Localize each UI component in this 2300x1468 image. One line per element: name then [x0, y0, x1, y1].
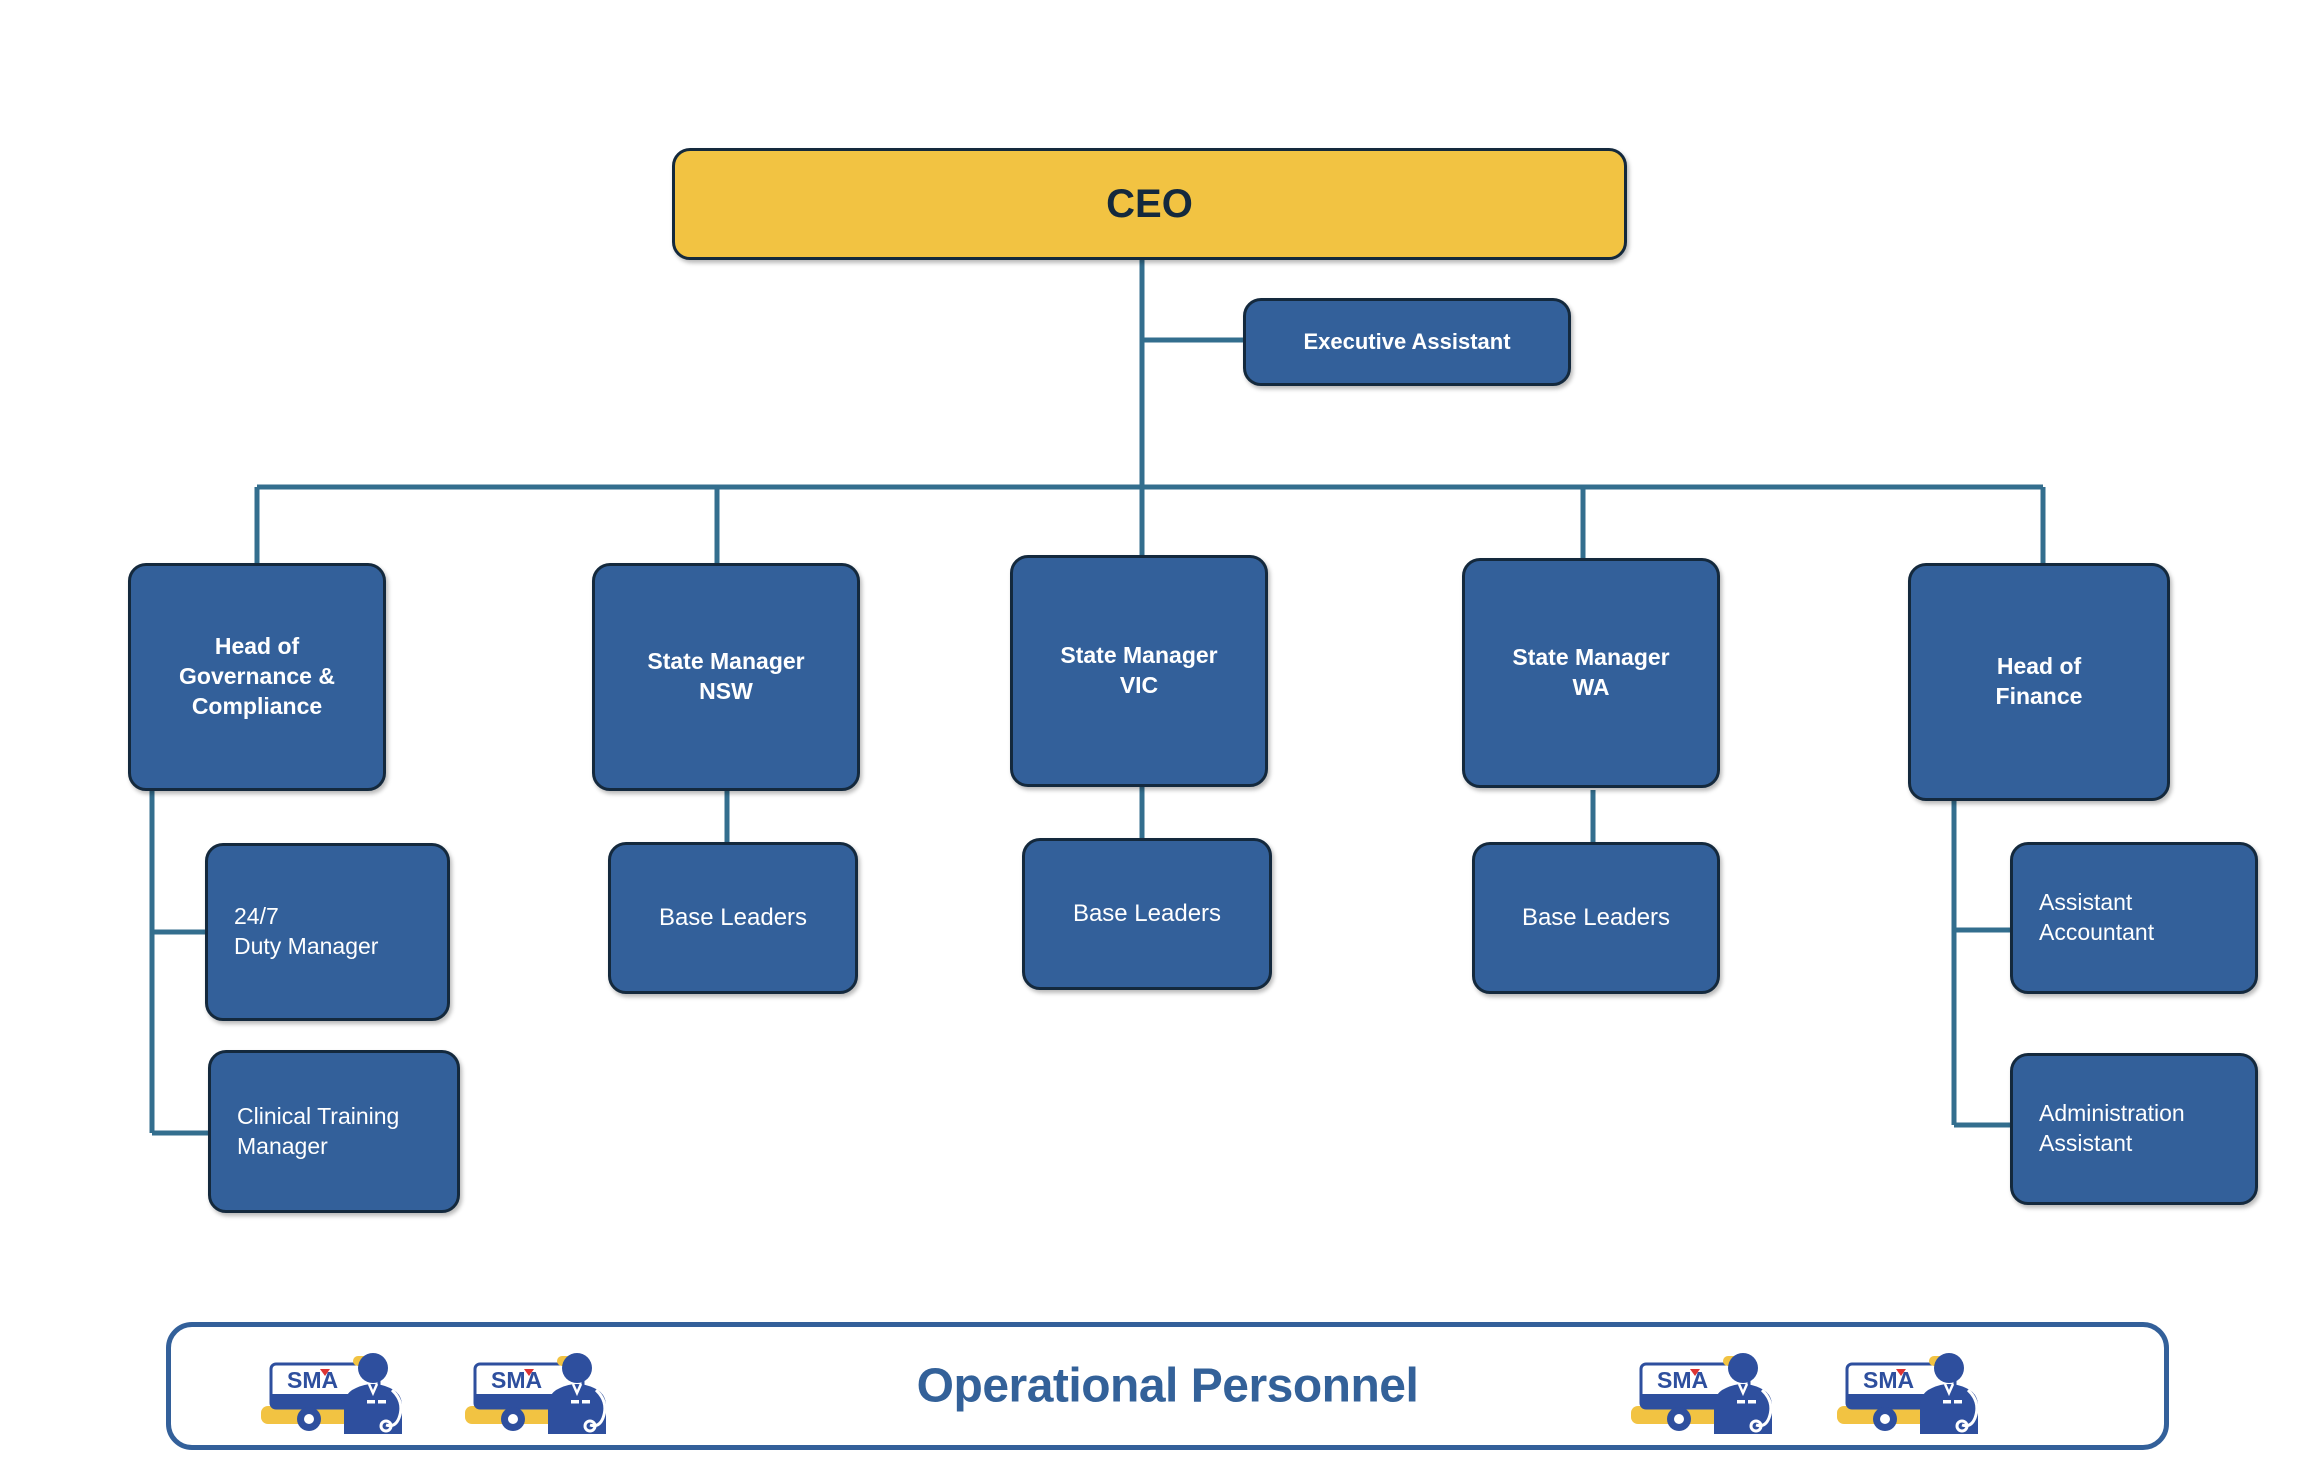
node-state-manager-nsw[interactable]: State Manager NSW — [592, 563, 860, 791]
ambulance-paramedic-icon: SMA — [1837, 1353, 1979, 1434]
node-state-manager-vic-label: State Manager VIC — [1060, 642, 1218, 698]
operational-personnel-title: Operational Personnel — [916, 1359, 1419, 1413]
node-assistant-accountant-label: Assistant Accountant — [2039, 889, 2155, 945]
node-duty-manager-label: 24/7 Duty Manager — [234, 903, 379, 959]
node-base-leaders-nsw[interactable]: Base Leaders — [608, 842, 858, 994]
node-base-leaders-vic[interactable]: Base Leaders — [1022, 838, 1272, 990]
node-head-of-governance-compliance[interactable]: Head of Governance & Compliance — [128, 563, 386, 791]
node-base-leaders-wa[interactable]: Base Leaders — [1472, 842, 1720, 994]
node-clinical-training-manager-label: Clinical Training Manager — [237, 1102, 400, 1159]
node-state-manager-vic[interactable]: State Manager VIC — [1010, 555, 1268, 787]
ambulance-logo-text: SMA — [1657, 1367, 1708, 1393]
ambulance-logo-text: SMA — [1863, 1367, 1914, 1393]
node-ceo[interactable]: CEO — [672, 148, 1627, 260]
node-assistant-accountant[interactable]: Assistant Accountant — [2010, 842, 2258, 994]
node-head-of-finance[interactable]: Head of Finance — [1908, 563, 2170, 801]
node-base-leaders-vic-label: Base Leaders — [1072, 900, 1222, 928]
node-administration-assistant-label: Administration Assistant — [2039, 1100, 2185, 1156]
node-state-manager-nsw-label: State Manager NSW — [647, 648, 805, 704]
node-state-manager-wa-label: State Manager WA — [1512, 644, 1670, 700]
node-executive-assistant[interactable]: Executive Assistant — [1243, 298, 1571, 386]
ambulance-logo-text: SMA — [491, 1367, 542, 1393]
node-head-of-finance-label: Head of Finance — [1995, 653, 2083, 709]
ambulance-paramedic-icon: SMA — [1631, 1353, 1773, 1434]
node-base-leaders-nsw-label: Base Leaders — [658, 904, 808, 932]
operational-personnel-banner: SMA SMA — [166, 1322, 2169, 1450]
node-executive-assistant-label: Executive Assistant — [1303, 328, 1511, 354]
node-clinical-training-manager[interactable]: Clinical Training Manager — [208, 1050, 460, 1213]
ambulance-paramedic-icon: SMA — [261, 1353, 403, 1434]
node-state-manager-wa[interactable]: State Manager WA — [1462, 558, 1720, 788]
node-duty-manager[interactable]: 24/7 Duty Manager — [205, 843, 450, 1021]
node-administration-assistant[interactable]: Administration Assistant — [2010, 1053, 2258, 1205]
ambulance-paramedic-icon: SMA — [465, 1353, 607, 1434]
node-head-of-governance-compliance-label: Head of Governance & Compliance — [179, 633, 335, 719]
node-base-leaders-wa-label: Base Leaders — [1521, 904, 1671, 932]
ambulance-logo-text: SMA — [287, 1367, 338, 1393]
node-ceo-label: CEO — [1106, 182, 1193, 226]
